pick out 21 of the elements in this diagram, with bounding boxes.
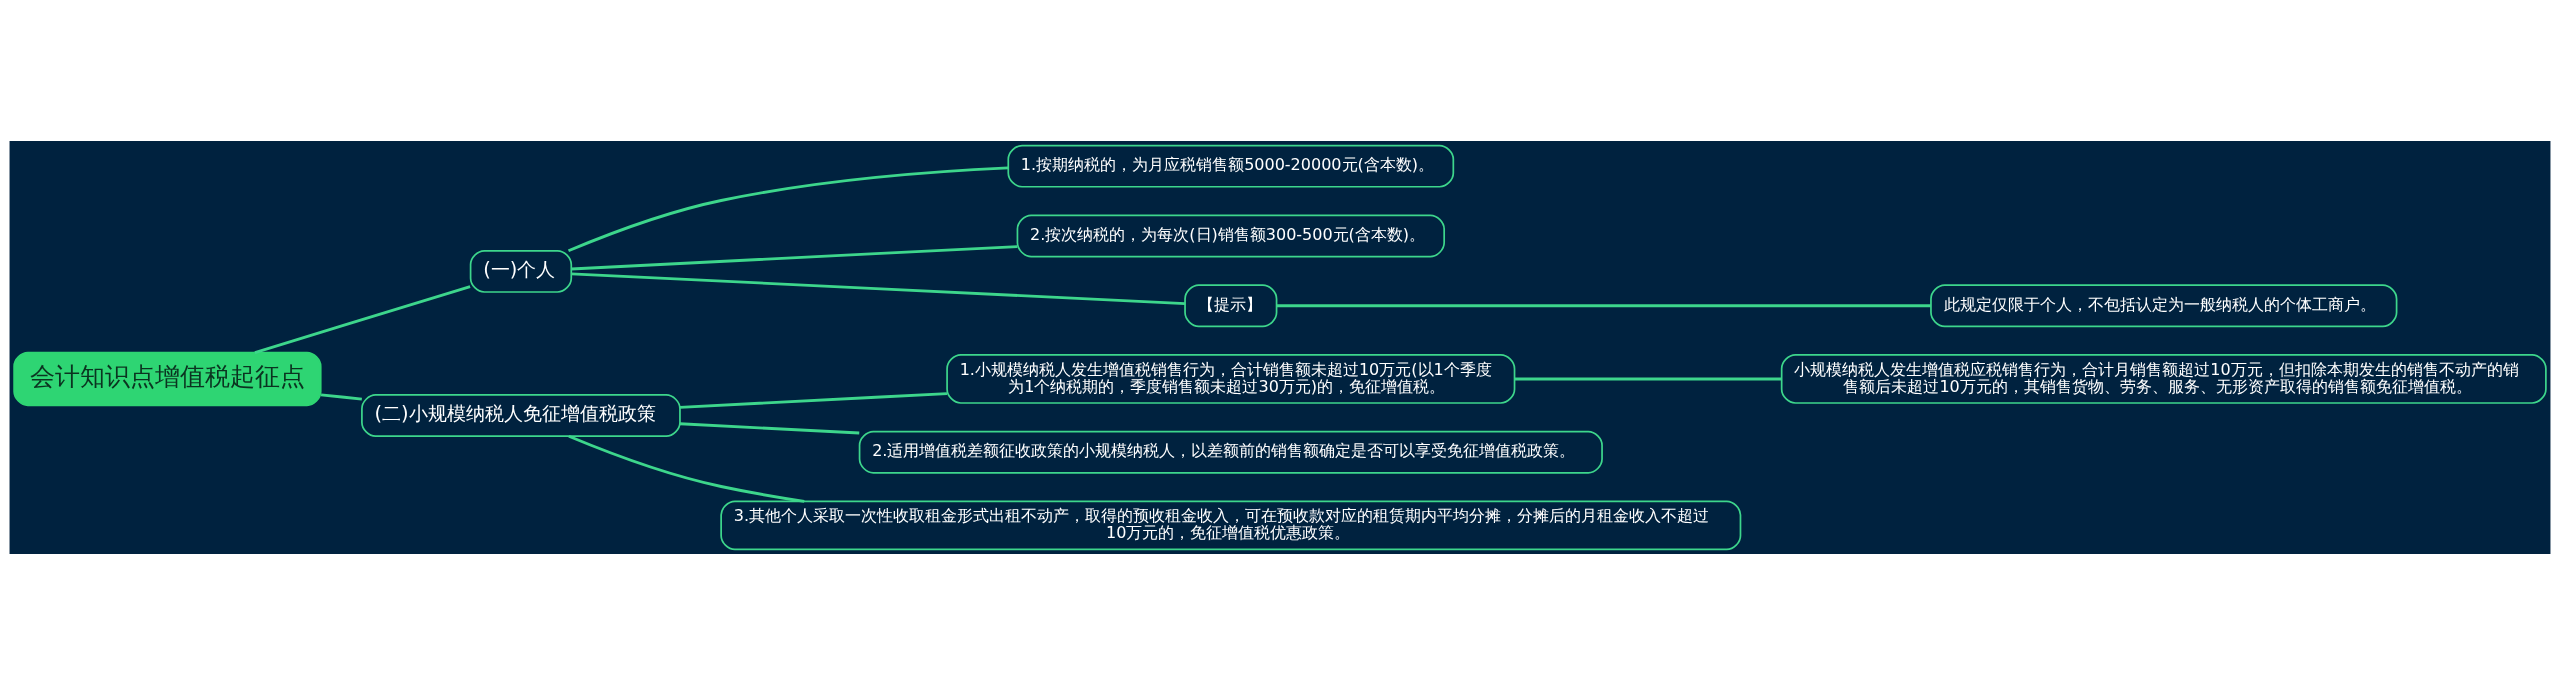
node-box: 2.适用增值税差额征收政策的小规模纳税人，以差额前的销售额确定是否可以享受免征增值税政策。 [858,430,1603,474]
node-box: 【提示】 [1184,284,1278,328]
connector [568,434,805,503]
connector [571,245,1018,271]
connector [679,422,860,435]
node-box: 小规模纳税人发生增值税应税销售行为，合计月销售额超过10万元，但扣除本期发生的销售不动产的销售额后未超过10万元的，其销售货物、劳务、服务、无形资产取得的销售额免征增值税。 [1780,354,2547,404]
node-box: 2.按次纳税的，为每次(日)销售额300-500元(含本数)。 [1016,214,1446,258]
node-box: 此规定仅限于个人，不包括认定为一般纳税人的个体工商户。 [1930,284,2398,328]
node-box: 3.其他个人采取一次性收取租金形式出租不动产，取得的预收租金收入，可在预收款对应的租赁期内平均分摊，分摊后的月租金收入不超过10万元的，免征增值税优惠政策。 [720,500,1742,551]
node-box: 1.按期纳税的，为月应税销售额5000-20000元(含本数)。 [1007,144,1455,188]
connector [567,166,1009,253]
connector [320,393,362,401]
node-box: 1.小规模纳税人发生增值税销售行为，合计销售额未超过10万元(以1个季度为1个纳税期的，季度销售额未超过30万元)的，免征增值税。 [946,354,1516,404]
node-box: 会计知识点增值税起征点 [13,351,322,407]
node-box: (一)个人 [469,249,573,293]
connector [679,392,948,409]
connector [254,285,471,354]
connector [571,272,1185,305]
node-box: (二)小规模纳税人免征增值税政策 [361,394,681,438]
connector [1276,304,1931,308]
connector [1514,377,1782,381]
